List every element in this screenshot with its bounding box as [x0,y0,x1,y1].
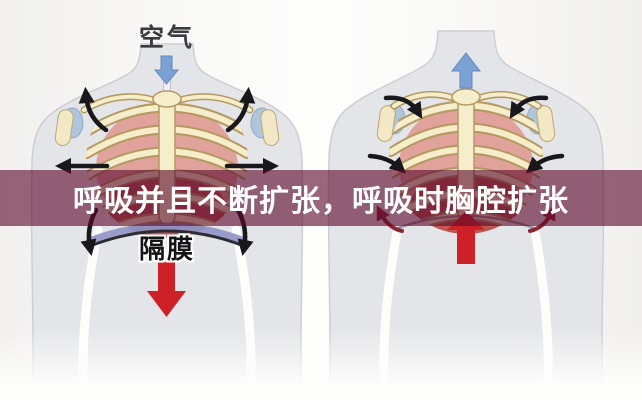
shoulder-joint [526,103,556,143]
rib-contract-arrow-left-icon [367,153,406,174]
air-outflow-arrow-icon [450,52,482,89]
rib-contract-arrow-top-left-icon [383,95,423,119]
rib-expand-arrow-top-right-icon [225,86,256,133]
shoulder-joint [250,107,280,147]
rib-expand-arrow-top-left-icon [78,86,109,133]
air-inflow-arrow-icon [153,55,180,85]
diaphragm-down-arrow-icon [147,256,186,317]
caption-text: 呼吸并且不断扩张，呼吸时胸腔扩张 [73,185,569,218]
caption-banner: 呼吸并且不断扩张，呼吸时胸腔扩张 [0,170,642,226]
shoulder-joint [54,107,84,147]
diaphragm-label: 隔膜 [138,234,195,264]
diaphragm-dome [88,222,246,244]
bottom-fade [0,328,642,400]
air-label: 空气 [138,24,195,52]
diaphragm-outline [88,229,246,248]
rib-contract-arrow-top-right-icon [509,95,549,119]
rib-contract-arrow-right-icon [526,153,565,174]
